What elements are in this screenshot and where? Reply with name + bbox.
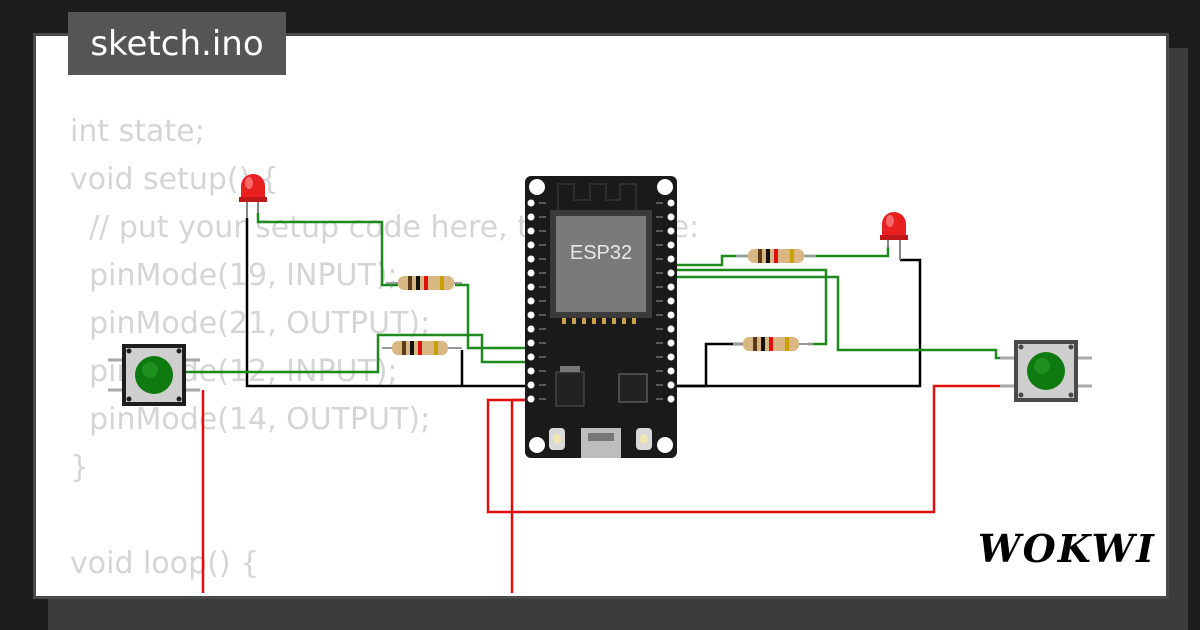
led-right[interactable] (880, 212, 908, 260)
pushbutton-left[interactable] (108, 344, 200, 406)
pushbutton-right[interactable] (1000, 340, 1092, 402)
wokwi-logo: WOKWI (978, 526, 1156, 571)
wire-black (245, 218, 922, 388)
resistor-3 (736, 249, 816, 263)
code-line: pinMode(19, INPUT); (70, 258, 398, 293)
code-line: // put your main code here, to run repea… (70, 588, 777, 596)
resistor-1 (386, 276, 462, 290)
code-line: pinMode(21, OUTPUT); (70, 306, 431, 341)
code-line: } (70, 450, 90, 485)
wire-red (201, 384, 1005, 593)
esp32-board[interactable]: ESP32 (525, 176, 677, 458)
resistor-2 (382, 341, 462, 355)
wire-green (185, 213, 1015, 374)
file-tab[interactable]: sketch.ino (68, 12, 286, 75)
board-label: ESP32 (570, 242, 632, 264)
code-line: void loop() { (70, 546, 260, 581)
code-line: int state; (70, 114, 205, 149)
code-line: pinMode(14, OUTPUT); (70, 402, 431, 437)
resistor-4 (733, 337, 813, 351)
code-line: void setup() { (70, 162, 279, 197)
led-left[interactable] (239, 174, 267, 218)
